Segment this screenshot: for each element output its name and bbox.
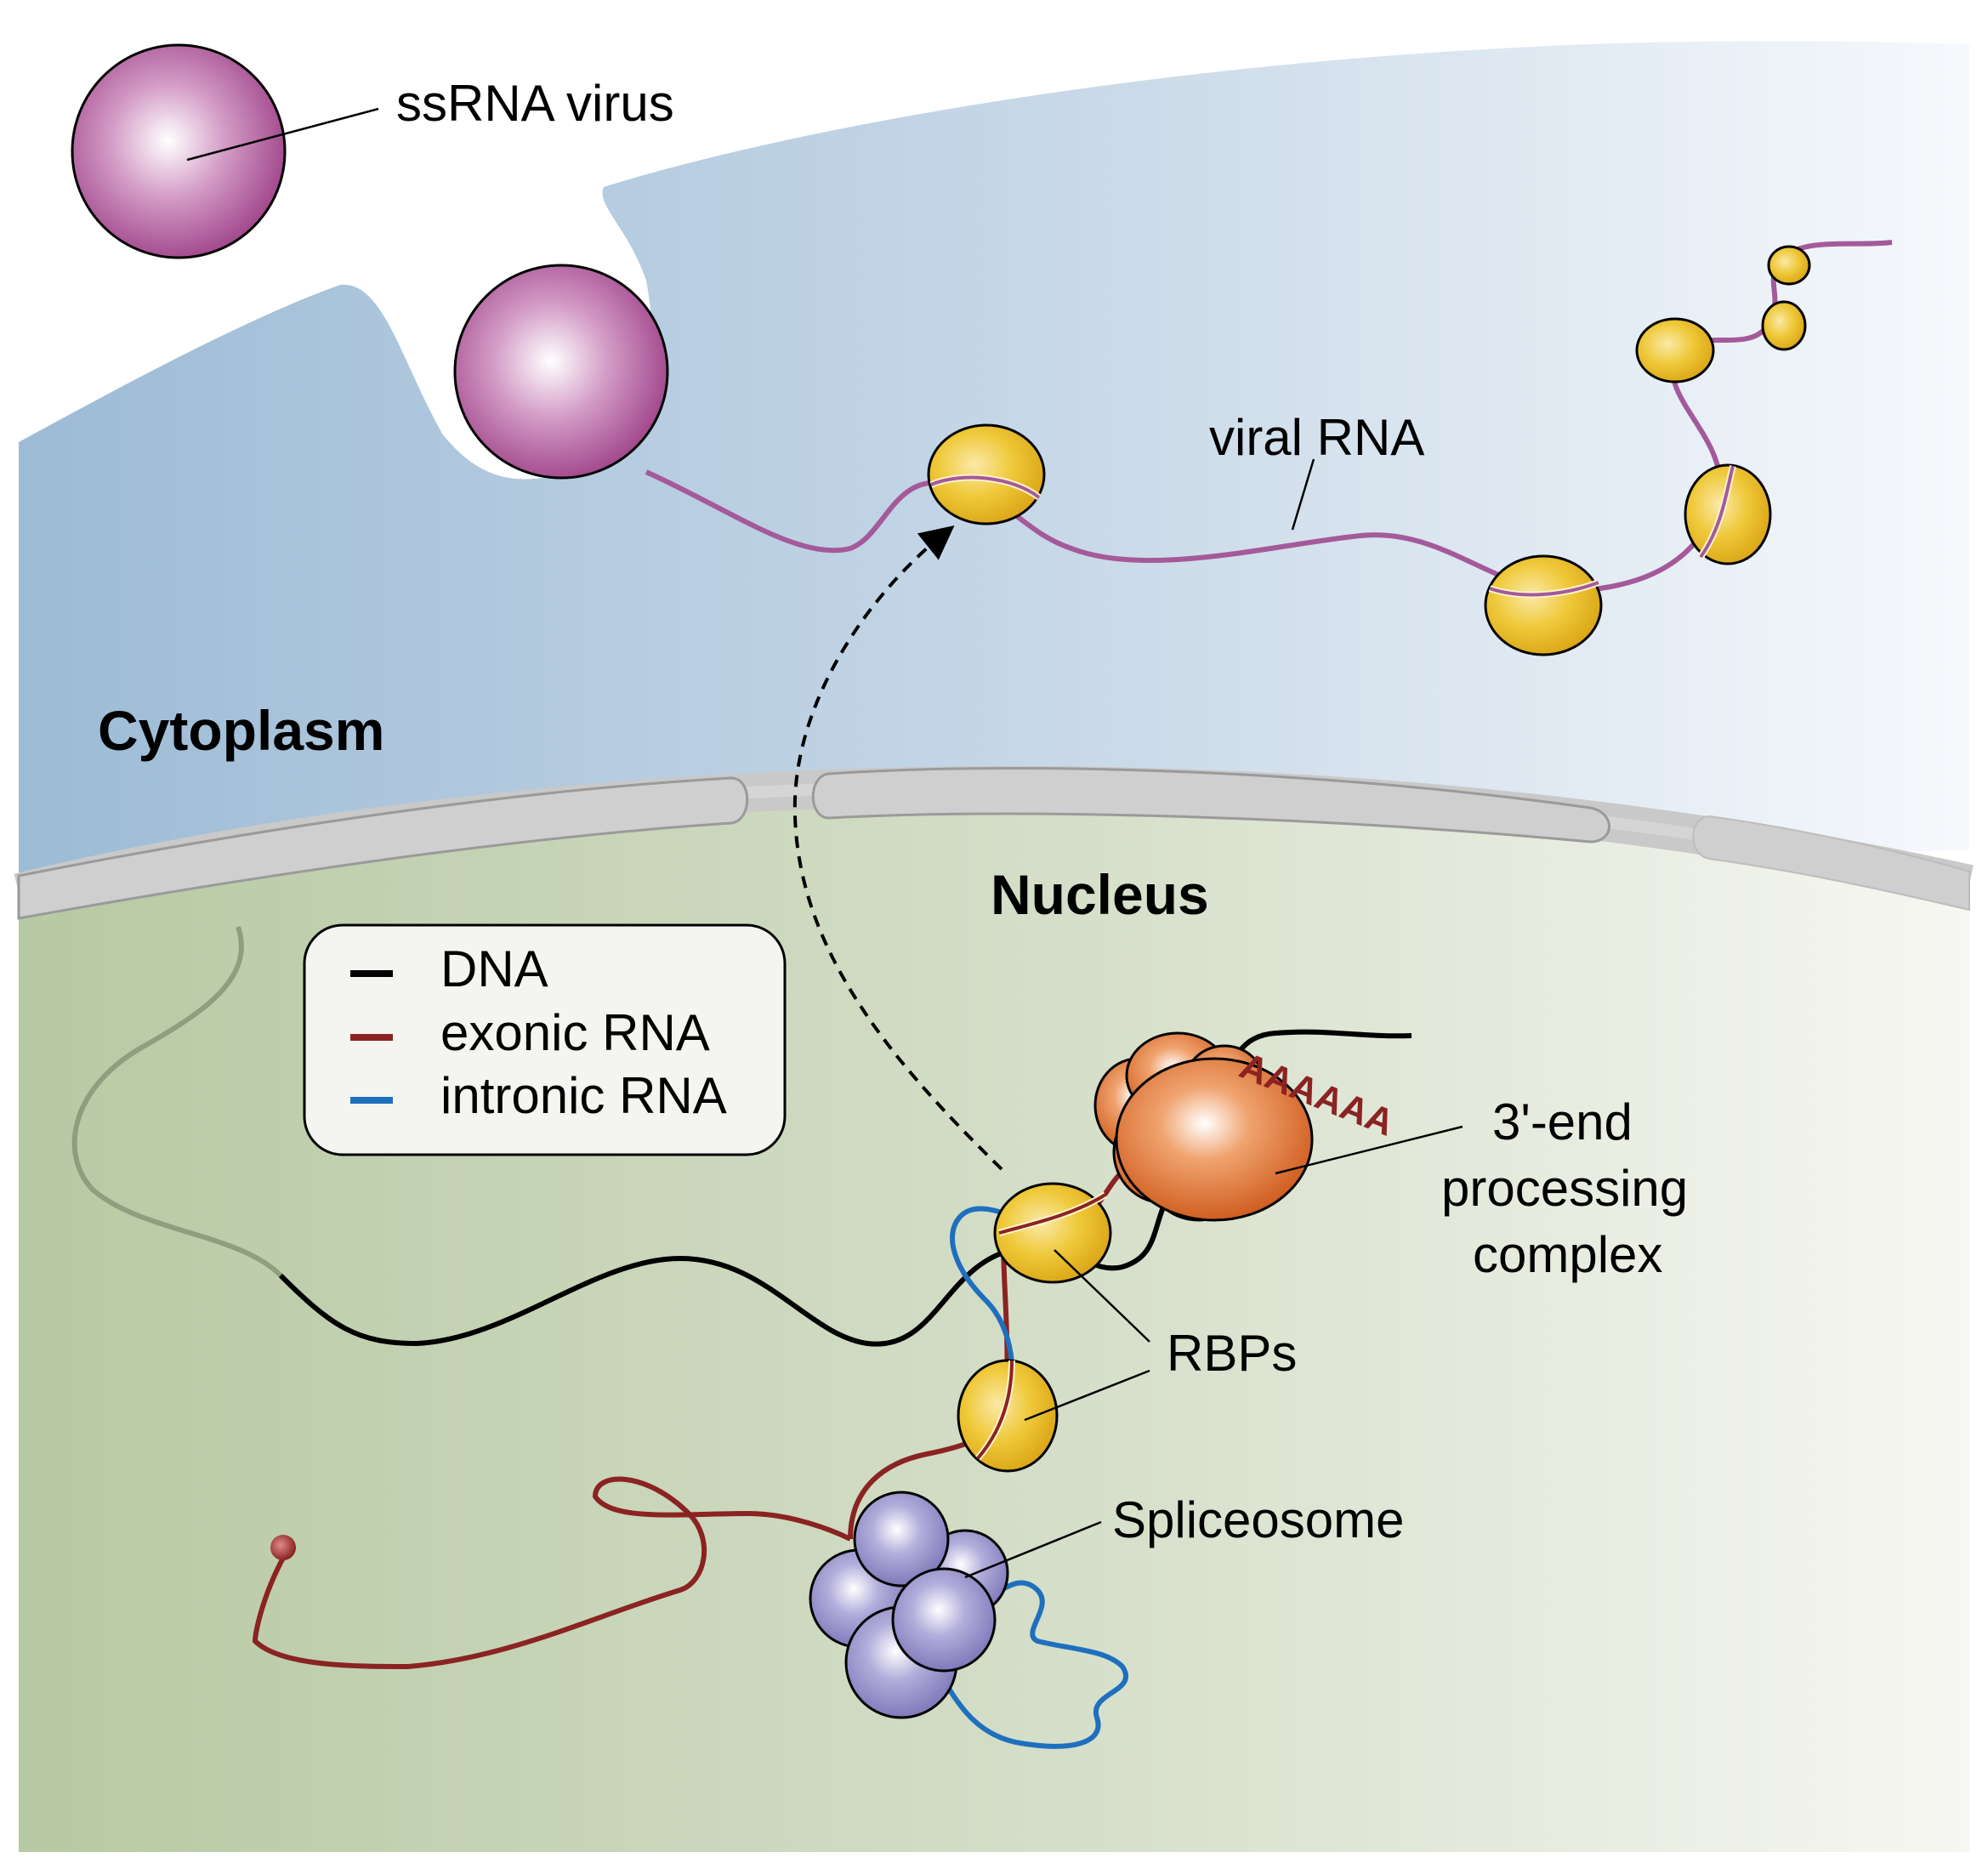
viral-rna-label: viral RNA: [1209, 409, 1424, 466]
cytoplasm-label: Cytoplasm: [98, 699, 384, 762]
rbps-label: RBPs: [1167, 1325, 1297, 1382]
legend-label-intronic: intronic RNA: [440, 1067, 727, 1124]
virus-label: ssRNA virus: [396, 75, 674, 132]
rbp-on-premrna: [957, 1359, 1059, 1473]
three-prime-processing-complex: [1093, 1031, 1314, 1222]
envelope-segment: [811, 767, 1610, 843]
legend: DNA exonic RNA intronic RNA: [303, 923, 787, 1156]
dna-strand-faded: [71, 926, 283, 1278]
exonic-rna: [252, 1476, 852, 1670]
rbp-on-viral-rna: [1684, 463, 1772, 565]
spliceosome: [809, 1491, 1009, 1719]
rbps-leader-line-upper: [1054, 1249, 1150, 1343]
export-arrow: [792, 525, 1003, 1171]
virus-leader-line: [186, 107, 379, 162]
legend-label-exonic: exonic RNA: [440, 1004, 710, 1061]
viral-rna-leader-line: [1291, 458, 1315, 531]
rbp-on-viral-rna: [927, 423, 1046, 525]
five-prime-cap: [270, 1535, 296, 1560]
ssrna-virus: [71, 43, 287, 259]
rbp-on-premrna: [993, 1182, 1112, 1284]
processing-label-line1: 3'-end: [1492, 1093, 1633, 1150]
spliceosome-label: Spliceosome: [1112, 1491, 1405, 1548]
spliceosome-leader-line: [964, 1520, 1102, 1579]
intronic-rna-loop: [933, 1580, 1129, 1749]
envelope-segment: [1692, 815, 1970, 912]
rbp-on-viral-rna: [1767, 245, 1811, 286]
rbps-leader-line-lower: [1024, 1369, 1150, 1422]
processing-leader-line: [1275, 1125, 1463, 1175]
rbp-on-viral-rna: [1635, 317, 1715, 383]
processing-label-line3: complex: [1473, 1226, 1662, 1283]
envelope-segment: [17, 776, 749, 920]
rbp-on-viral-rna: [1761, 300, 1807, 351]
rbp-on-viral-rna: [1484, 554, 1603, 656]
nucleus-label: Nucleus: [991, 863, 1209, 926]
legend-label-dna: DNA: [440, 940, 548, 997]
processing-label-line2: processing: [1441, 1160, 1688, 1217]
ssrna-virus-entering: [453, 264, 669, 480]
